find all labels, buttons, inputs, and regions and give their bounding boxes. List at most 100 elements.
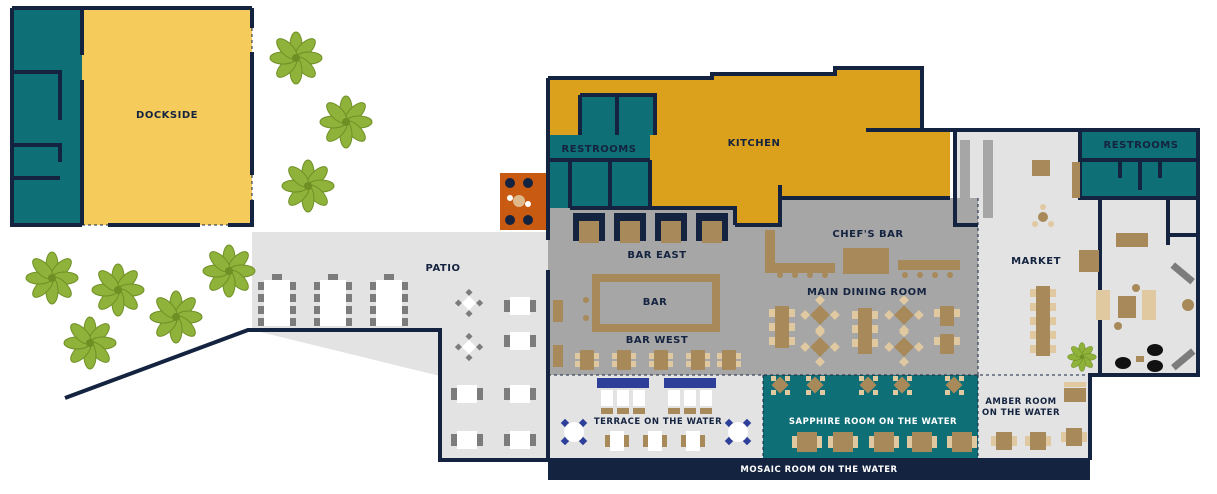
- dockside-label: DOCKSIDE: [136, 110, 198, 121]
- table-icon: [573, 213, 605, 243]
- round-table-icon: [724, 418, 752, 446]
- table-icon: [649, 350, 673, 370]
- mosaic-label: MOSAIC ROOM ON THE WATER: [740, 465, 897, 475]
- chair-icon: [1040, 204, 1046, 210]
- palm-tree-icon: [202, 244, 256, 298]
- chair-icon: [902, 272, 908, 278]
- table-icon: [893, 376, 912, 395]
- table-icon: [1025, 432, 1051, 450]
- palm-tree-icon: [269, 31, 323, 85]
- table-icon: [792, 432, 822, 452]
- table-icon: [769, 306, 795, 348]
- restrooms-center-label: RESTROOMS: [562, 144, 637, 155]
- table-icon: [771, 376, 790, 395]
- table-icon: [945, 376, 964, 395]
- amber-label-line2: ON THE WATER: [982, 408, 1060, 418]
- table-icon: [806, 376, 825, 395]
- terrace-bench: [664, 378, 716, 388]
- restrooms-right-label: RESTROOMS: [1104, 140, 1179, 151]
- table-icon: [614, 213, 646, 243]
- chair-icon: [1032, 221, 1038, 227]
- table-icon: [633, 390, 645, 414]
- chair-icon: [777, 272, 783, 278]
- table-icon: [859, 376, 878, 395]
- table-icon: [258, 274, 296, 326]
- table-icon: [668, 390, 680, 414]
- table-icon: [454, 332, 484, 362]
- market-label: MARKET: [1011, 256, 1061, 267]
- table-icon: [575, 350, 599, 370]
- palm-tree-icon-group: [25, 31, 1097, 372]
- chefs-bar-counter-right: [898, 260, 960, 270]
- table-icon: [314, 274, 352, 326]
- table-icon: [700, 390, 712, 414]
- chair-icon: [917, 272, 923, 278]
- amber-label: AMBER ROOM: [985, 397, 1056, 407]
- table-icon: [852, 308, 878, 354]
- chefs-bar-counter: [765, 230, 835, 273]
- table-icon: [1061, 428, 1087, 446]
- palm-tree-icon: [25, 251, 79, 305]
- palm-tree-icon: [63, 316, 117, 370]
- table-icon: [454, 288, 484, 318]
- table-icon: [684, 390, 696, 414]
- table-icon: [504, 332, 536, 350]
- chair-icon: [807, 272, 813, 278]
- table-icon: [869, 432, 899, 452]
- table-icon: [504, 385, 536, 403]
- lounge-chair-icon: [1147, 344, 1163, 356]
- chair-icon: [822, 272, 828, 278]
- table-icon: [1079, 250, 1099, 272]
- kitchen-label: KITCHEN: [728, 138, 781, 149]
- table-icon: [828, 432, 858, 452]
- table-icon: [643, 431, 667, 451]
- dockside-building: [10, 6, 254, 227]
- sapphire-label: SAPPHIRE ROOM ON THE WATER: [789, 417, 957, 427]
- bar-label: BAR: [643, 297, 668, 308]
- table-icon: [553, 345, 563, 367]
- table-icon: [991, 432, 1017, 450]
- chair-icon: [583, 315, 589, 321]
- table-icon: [1064, 382, 1086, 402]
- table-icon: [1096, 290, 1156, 320]
- chair-icon: [583, 297, 589, 303]
- terrace-label: TERRACE ON THE WATER: [594, 417, 722, 427]
- table-icon: [686, 350, 710, 370]
- terrace-bench: [597, 378, 649, 388]
- table-icon: [717, 350, 741, 370]
- table-icon: [451, 385, 483, 403]
- table-icon: [696, 213, 728, 243]
- outdoor-lounge-block: [500, 173, 546, 230]
- palm-tree-icon: [1067, 342, 1097, 372]
- table-icon: [1030, 286, 1056, 356]
- table-icon: [612, 350, 636, 370]
- palm-tree-icon: [319, 95, 373, 149]
- chair-icon: [1048, 221, 1054, 227]
- table-icon: [1132, 284, 1140, 292]
- furniture-layer: [258, 160, 1196, 452]
- lounge-chair-icon: [1147, 360, 1163, 372]
- table-icon: [1114, 322, 1122, 330]
- table-icon: [451, 431, 483, 449]
- table-icon: [605, 431, 629, 451]
- bar-counter: [592, 274, 720, 332]
- bench-icon: [1170, 262, 1195, 285]
- table-icon: [504, 297, 536, 315]
- bench-icon: [1171, 348, 1196, 371]
- table-icon: [1032, 160, 1050, 176]
- table-icon: [1136, 356, 1144, 362]
- chefs-bar-table: [843, 248, 889, 274]
- table-icon: [1072, 162, 1080, 198]
- table-icon: [1182, 299, 1194, 311]
- palm-tree-icon: [91, 263, 145, 317]
- palm-tree-icon: [149, 290, 203, 344]
- patio-area: [64, 232, 548, 462]
- table-icon: [370, 274, 408, 326]
- round-table-icon: [560, 418, 588, 446]
- table-icon: [601, 390, 613, 414]
- main-dining-label: MAIN DINING ROOM: [807, 287, 927, 298]
- table-icon: [1116, 233, 1148, 247]
- lounge-chair-icon: [1115, 357, 1131, 369]
- chair-icon: [947, 272, 953, 278]
- table-icon: [1038, 212, 1048, 222]
